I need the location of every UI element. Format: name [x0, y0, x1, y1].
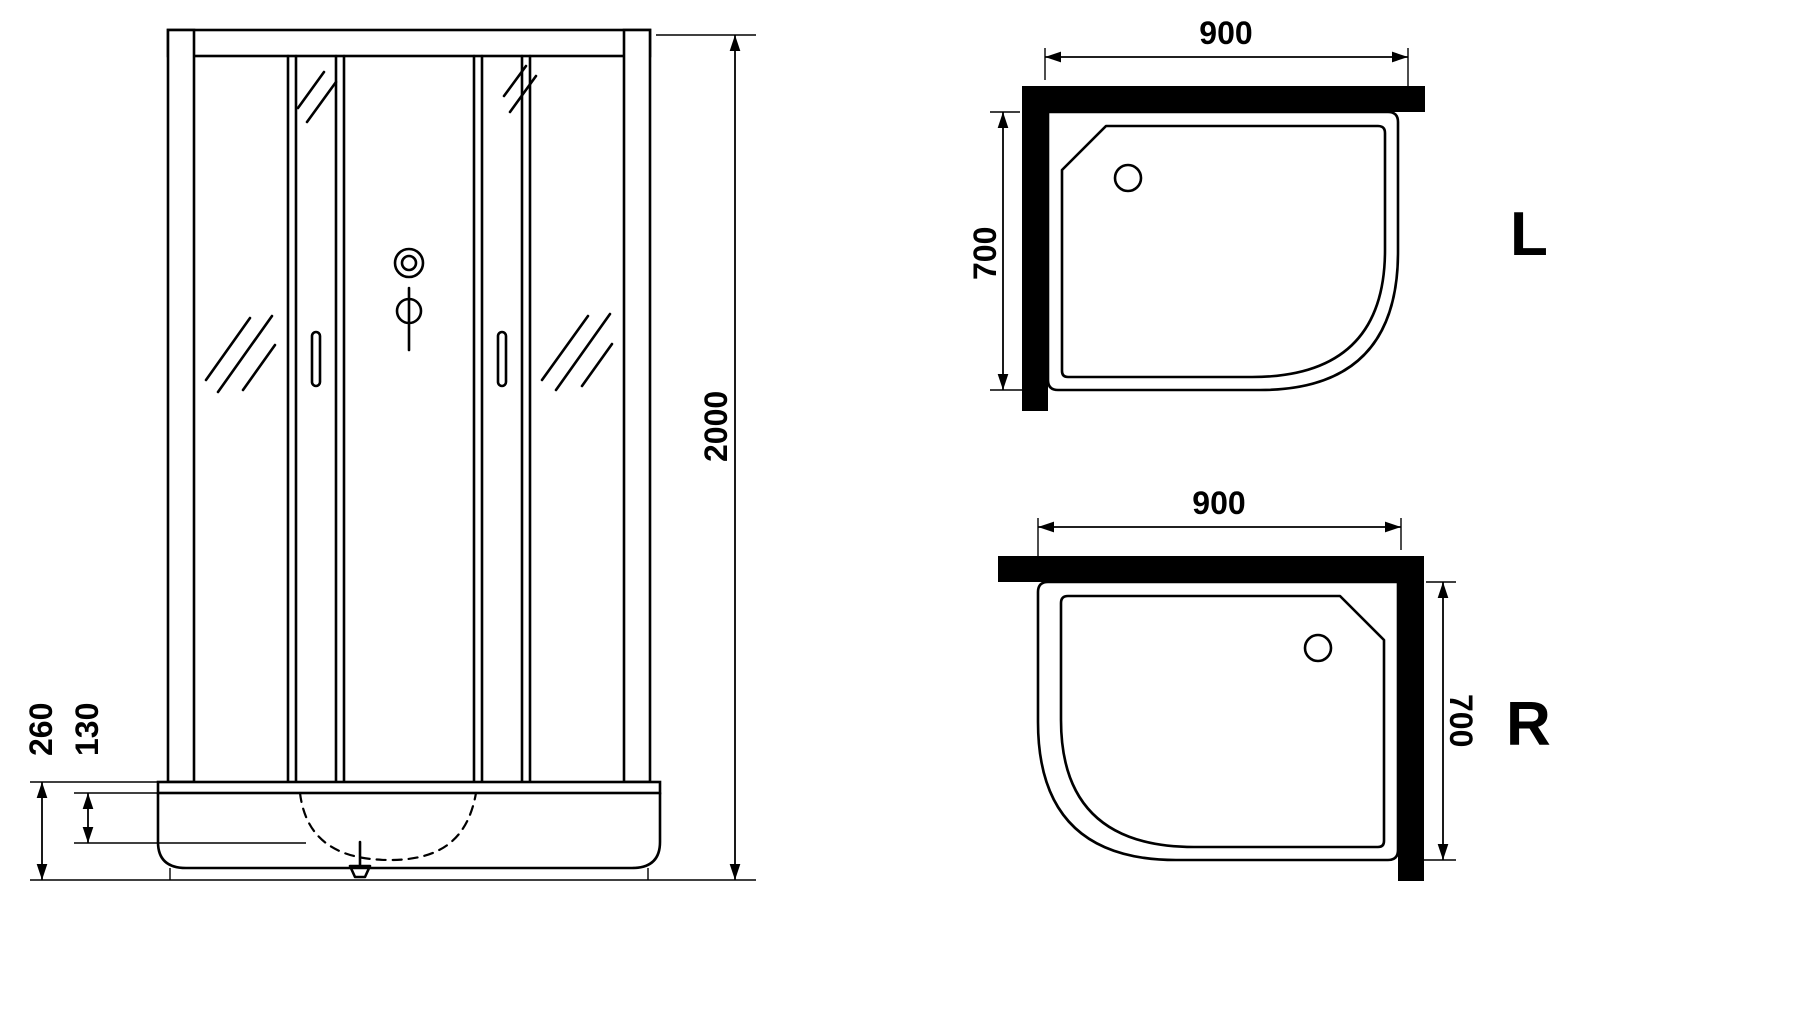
- shower-controls: [393, 247, 425, 352]
- drain-icon: [1303, 633, 1333, 663]
- wall-right: [1398, 556, 1424, 881]
- mixer-knob-icon: [395, 297, 423, 325]
- dimension-base-height: 260: [23, 703, 158, 880]
- dimension-width-right: 900: [1037, 485, 1402, 578]
- dim-label-700-left: 700: [967, 227, 1003, 280]
- dim-label-700-right: 700: [1443, 694, 1479, 747]
- dimension-total-height: 2000: [656, 34, 756, 880]
- dim-label-900-right: 900: [1192, 485, 1245, 521]
- wall-left: [1022, 86, 1048, 411]
- left-door-handle-icon: [310, 330, 322, 388]
- dimension-width-left: 900: [1044, 15, 1409, 106]
- dim-label-130: 130: [69, 703, 105, 756]
- cabin-frame: [166, 28, 652, 784]
- dimension-depth-left: 700: [967, 111, 1046, 391]
- tray-top-rim: [156, 780, 662, 795]
- control-dial-inner-icon: [400, 254, 418, 272]
- shower-tray-base: [156, 780, 662, 880]
- label-right-variant: R: [1506, 690, 1551, 759]
- plan-view-right: 900 700 R: [998, 485, 1551, 881]
- control-dial-icon: [393, 247, 425, 279]
- wall-top: [998, 556, 1424, 582]
- right-door-handle-icon: [496, 330, 508, 388]
- dim-label-2000: 2000: [698, 391, 734, 462]
- door-handles: [310, 330, 508, 388]
- frame-top-bar: [166, 28, 652, 58]
- tray-outline: [1046, 110, 1400, 392]
- tray-access-arch: [298, 791, 478, 862]
- glass-panel-dividers: [286, 54, 532, 784]
- dim-label-260: 260: [23, 703, 59, 756]
- glass-reflections: [204, 64, 614, 394]
- wall-top: [1022, 86, 1425, 112]
- frame-left-post: [166, 28, 196, 784]
- dimension-base-step: 130: [69, 703, 306, 844]
- tray-apron: [156, 791, 662, 870]
- tray-inner-outline: [1059, 594, 1386, 849]
- frame-right-post: [622, 28, 652, 784]
- dim-label-900-left: 900: [1199, 15, 1252, 51]
- dimension-depth-right: 700: [1400, 581, 1479, 861]
- plan-view-left: 900 700 L: [967, 15, 1548, 411]
- tray-outline: [1036, 580, 1400, 862]
- tray-inner-outline: [1060, 124, 1387, 379]
- drain-icon: [1113, 163, 1143, 193]
- drain-icon: [348, 840, 372, 879]
- front-elevation-view: 2000 260 130: [23, 28, 756, 881]
- label-left-variant: L: [1510, 200, 1548, 269]
